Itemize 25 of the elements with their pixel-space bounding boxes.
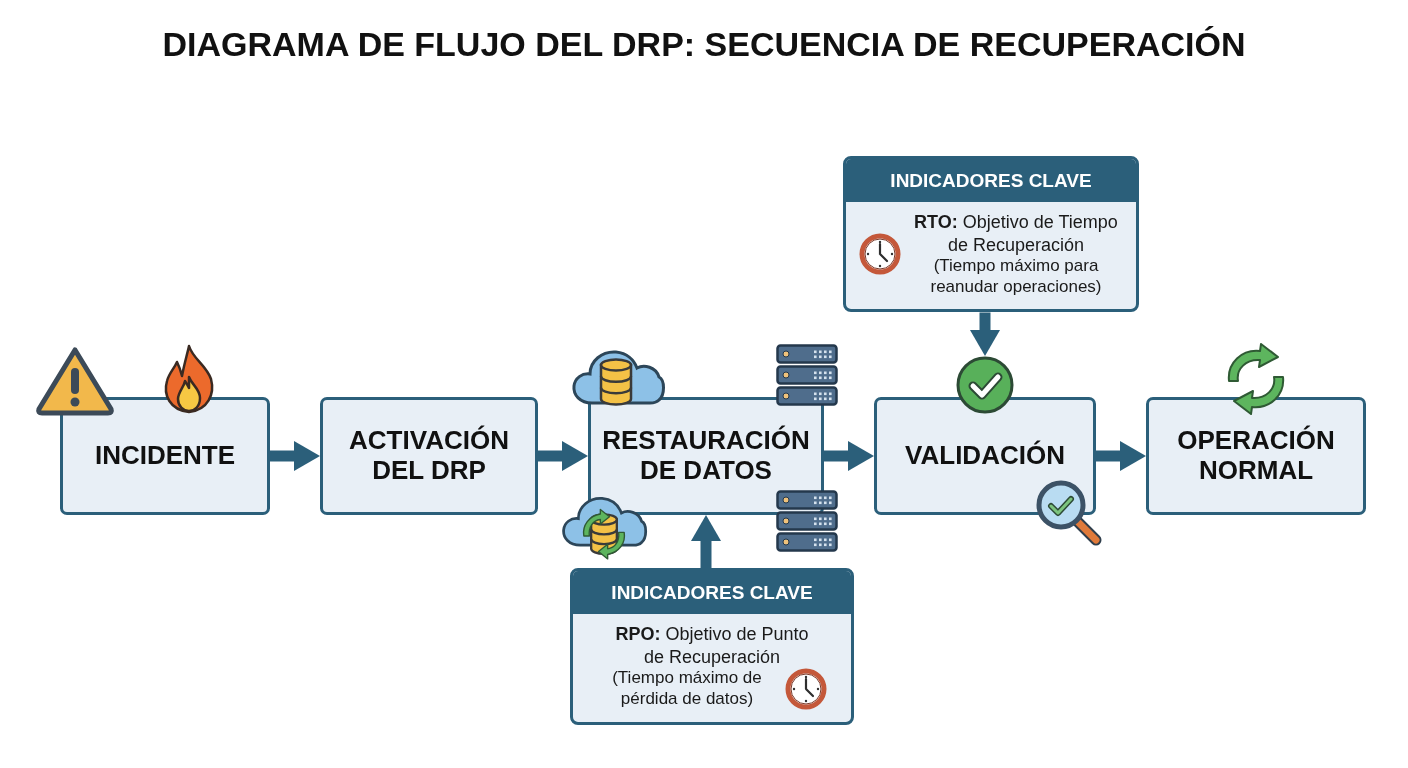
flow-arrow — [270, 441, 320, 471]
flow-arrow — [970, 312, 1000, 356]
metric-definition: RTO: Objetivo de Tiempo de Recuperación — [913, 211, 1119, 256]
callout-header: INDICADORES CLAVE — [846, 159, 1136, 202]
callout-box — [570, 568, 854, 725]
flow-arrow — [691, 515, 721, 568]
process-box — [1146, 397, 1366, 515]
flow-arrow — [1096, 441, 1146, 471]
process-box — [60, 397, 270, 515]
flow-arrow — [824, 441, 874, 471]
metric-note: (Tiempo máximo para reanudar operaciones) — [929, 256, 1103, 298]
step-label: VALIDACIÓN — [905, 441, 1065, 471]
callout-header: INDICADORES CLAVE — [573, 571, 851, 614]
process-box — [320, 397, 538, 515]
process-box — [588, 397, 824, 515]
step-label: ACTIVACIÓN DEL DRP — [348, 426, 510, 486]
step-label: OPERACIÓN NORMAL — [1176, 426, 1336, 486]
diagram-title: DIAGRAMA DE FLUJO DEL DRP: SECUENCIA DE RECUPERACIÓN — [162, 24, 1246, 65]
process-box — [874, 397, 1096, 515]
step-label: RESTAURACIÓN DE DATOS — [602, 426, 810, 486]
flow-arrow — [538, 441, 588, 471]
metric-definition: RPO: Objetivo de Punto de Recuperación — [614, 623, 810, 668]
callout-box — [843, 156, 1139, 313]
step-label: INCIDENTE — [94, 441, 236, 471]
metric-note: (Tiempo máximo de pérdida de datos) — [611, 668, 763, 710]
